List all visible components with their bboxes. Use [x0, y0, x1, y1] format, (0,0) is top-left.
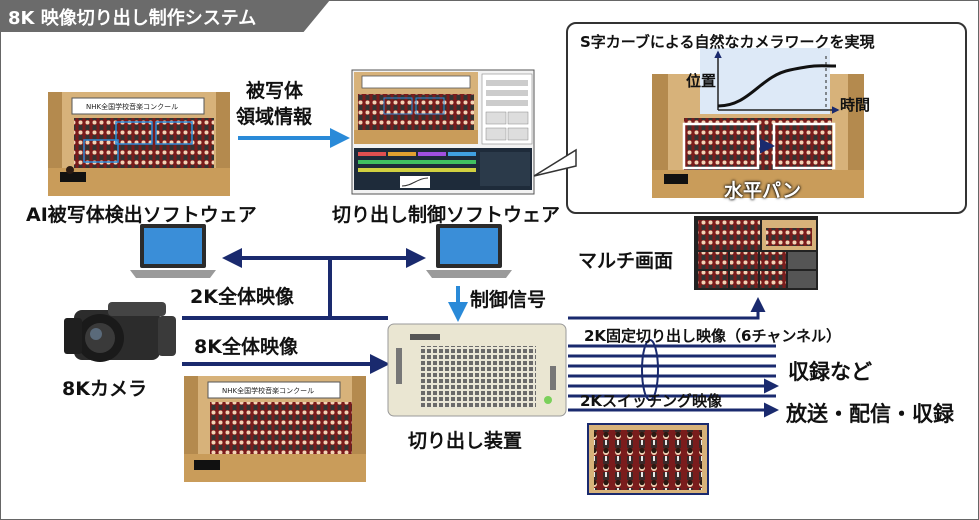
- graph-y-label: 位置: [686, 72, 717, 90]
- cropping-device-icon: [387, 323, 567, 417]
- s-curve-graph: [714, 50, 840, 114]
- camera-8k-label: 8Kカメラ: [62, 378, 147, 400]
- recording-etc-label: 収録など: [788, 360, 872, 384]
- control-signal-label: 制御信号: [470, 289, 547, 311]
- horizontal-pan-label: 水平パン: [724, 180, 801, 202]
- control-software-label: 切り出し制御ソフトウェア: [332, 204, 561, 226]
- callout-pointer: [533, 148, 577, 177]
- stage-image-ai: [48, 92, 230, 196]
- subject-info-line1: 被写体: [246, 80, 304, 102]
- cropping-device-label: 切り出し装置: [408, 430, 523, 452]
- full-2k-label: 2K全体映像: [190, 286, 294, 308]
- fixed-crop-label: 2K固定切り出し映像（6チャンネル）: [584, 327, 842, 345]
- multi-screen-monitor: [694, 216, 818, 290]
- callout-stage-image: [652, 48, 864, 198]
- graph-x-label: 時間: [840, 96, 871, 114]
- page-title: 8K 映像切り出し制作システム: [8, 8, 257, 29]
- channel-bundle-ellipse: [641, 339, 659, 401]
- broadcast-etc-label: 放送・配信・収録: [786, 402, 954, 426]
- stage-banner-text-ai: NHK全国学校音楽コンクール: [86, 102, 178, 111]
- stage-banner-text-lower: NHK全国学校音楽コンクール: [222, 386, 314, 395]
- multi-screen-label: マルチ画面: [578, 250, 674, 272]
- laptop-icon-left: [130, 224, 216, 278]
- control-software-window: [351, 69, 535, 195]
- camera-8k-icon: [64, 302, 176, 362]
- switching-thumbnail: [587, 423, 709, 495]
- title-tab: 8K 映像切り出し制作システム: [0, 0, 330, 32]
- output-lines: [568, 297, 779, 418]
- s-curve-caption: S字カーブによる自然なカメラワークを実現: [580, 33, 875, 51]
- subject-info-line2: 領域情報: [236, 106, 313, 128]
- stage-image-lower: [184, 376, 366, 482]
- ai-software-label: AI被写体検出ソフトウェア: [26, 204, 257, 226]
- switching-video-label: 2Kスイッチング映像: [580, 392, 723, 410]
- full-8k-label: 8K全体映像: [194, 336, 298, 358]
- laptop-icon-right: [426, 224, 512, 278]
